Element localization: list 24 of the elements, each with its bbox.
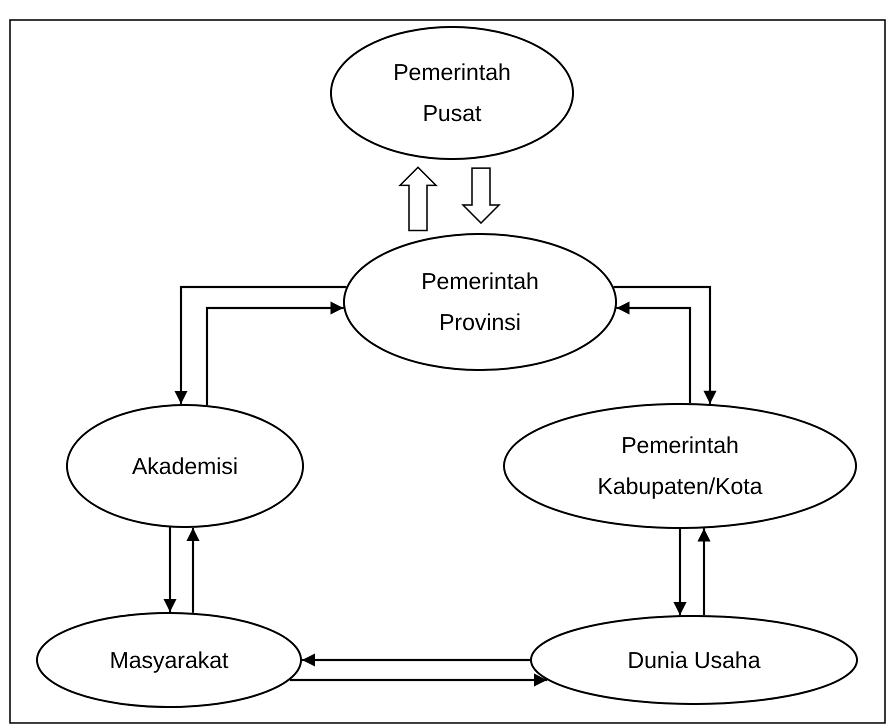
arrow [616,301,692,404]
arrow [673,529,687,616]
node-label: Pemerintah Pusat [392,58,512,128]
arrow [290,673,548,687]
ellipse-node [343,233,617,371]
ellipse-node [36,612,302,708]
block-arrow [398,166,438,232]
arrow [174,286,346,404]
ellipse-node [530,615,858,705]
arrow [186,528,200,613]
arrow [163,528,177,612]
arrow [697,528,711,616]
ellipse-node [66,404,304,528]
node-label: Masyarakat [110,646,228,675]
ellipse-node [330,26,574,160]
ellipse-node [503,403,857,529]
node-label: Pemerintah Provinsi [420,267,540,337]
node-label: Akademisi [132,452,238,480]
block-arrow [461,167,501,224]
arrow [302,653,530,667]
arrow [206,301,344,406]
node-label: Dunia Usaha [628,646,760,674]
arrow [614,286,717,404]
node-label: Pemerintah Kabupaten/Kota [596,431,764,501]
